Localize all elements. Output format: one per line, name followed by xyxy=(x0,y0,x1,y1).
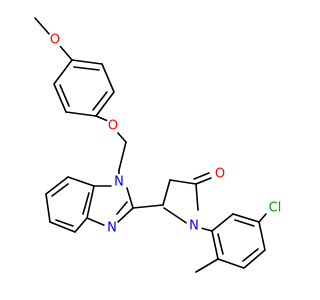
bond xyxy=(51,183,69,197)
atom-chlorine: Cl xyxy=(265,198,285,218)
bond xyxy=(45,176,69,195)
bond xyxy=(65,111,97,117)
bond xyxy=(45,193,51,223)
bond xyxy=(59,84,70,107)
bond xyxy=(116,131,127,143)
bond xyxy=(217,233,224,255)
atom-o-ether: O xyxy=(105,118,121,134)
bond xyxy=(116,201,128,215)
bond xyxy=(53,83,67,113)
bond xyxy=(242,248,259,262)
bond xyxy=(74,217,88,233)
atom-label: N xyxy=(107,221,117,236)
atom-label: Cl xyxy=(269,201,282,216)
bond xyxy=(195,258,219,273)
atom-label: O xyxy=(108,119,118,134)
bond xyxy=(234,219,255,227)
atom-n1-imidazole: N xyxy=(111,174,127,190)
chlorotolyl-ring xyxy=(211,213,266,269)
bond xyxy=(217,258,245,269)
atom-label: O xyxy=(215,167,225,182)
bond xyxy=(258,221,266,251)
bond xyxy=(71,59,103,65)
bond xyxy=(162,179,171,206)
molecule-structure: O O N N N O Cl xyxy=(34,17,285,273)
bond xyxy=(92,91,108,111)
bond xyxy=(67,176,95,187)
bond xyxy=(73,66,100,71)
bond xyxy=(211,230,219,260)
bond xyxy=(86,217,107,227)
atom-n-lactam: N xyxy=(186,218,202,234)
pyrrolidinone-ring xyxy=(162,172,212,225)
methoxyphenyl-ring xyxy=(53,59,115,117)
bond xyxy=(95,91,115,117)
imidazole-ring xyxy=(86,169,134,227)
bond xyxy=(132,204,164,209)
atom-o-methoxy: O xyxy=(47,32,63,48)
atom-label: N xyxy=(114,175,124,190)
benzo-ring xyxy=(45,176,95,233)
bond xyxy=(117,207,134,223)
bond xyxy=(101,63,115,93)
bond xyxy=(195,183,199,211)
bond xyxy=(211,213,234,232)
bond xyxy=(34,17,51,36)
bond xyxy=(86,185,95,219)
bond xyxy=(232,213,260,223)
bond xyxy=(118,141,127,171)
atom-o-carbonyl: O xyxy=(212,166,228,182)
bond xyxy=(195,177,212,185)
bond xyxy=(53,59,73,85)
bond xyxy=(55,219,74,227)
bond xyxy=(95,115,109,122)
bond xyxy=(82,192,90,215)
molecule-canvas: O O N N N O Cl xyxy=(34,17,285,273)
bond xyxy=(126,187,134,209)
bond xyxy=(59,45,73,61)
atom-label: N xyxy=(189,219,199,234)
bond xyxy=(200,227,213,232)
bond xyxy=(49,221,76,233)
bond xyxy=(169,179,197,185)
bond xyxy=(163,207,189,225)
atom-label: O xyxy=(50,33,60,48)
bond xyxy=(243,249,266,269)
bond xyxy=(258,213,267,223)
bond xyxy=(193,172,210,180)
atom-n3-imidazole: N xyxy=(104,220,120,236)
